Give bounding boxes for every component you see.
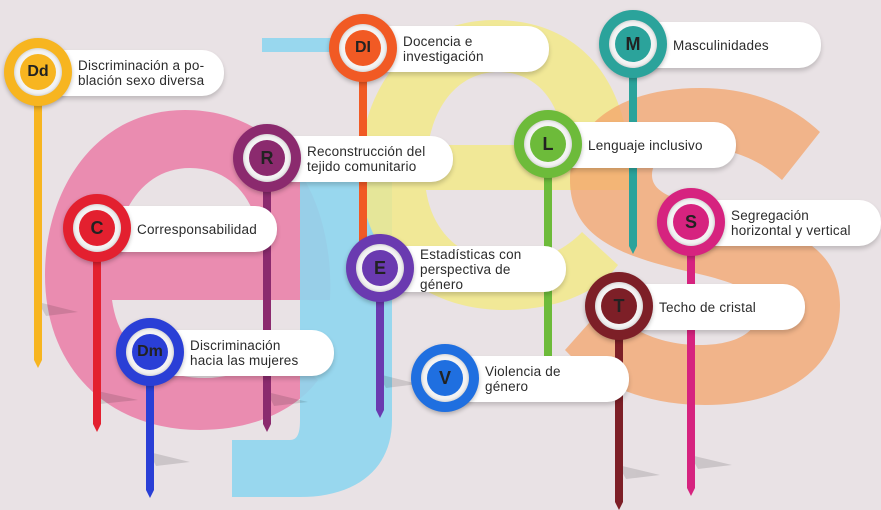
pin-head-inner: M [609,20,657,68]
pin-label-text: Techo de cristal [659,299,756,315]
pin-needle [615,502,623,510]
pin-code-badge: E [362,250,398,286]
pin-needle [146,490,154,498]
pin-head-inner: Dm [126,328,174,376]
pin-head-inner: C [73,204,121,252]
pin-stem [93,254,101,424]
pin-label-text: Discriminación a po- blación sexo divers… [78,58,205,88]
pin-head-ring: E [346,234,414,302]
pin-stem [376,294,384,410]
pin-head-inner: L [524,120,572,168]
pin-stem [615,332,623,502]
pin-label-text: Docencia e investigación [403,34,484,64]
pin-code-badge: DI [345,30,381,66]
pin-stem [146,378,154,490]
pin-label-text: Violencia de género [485,364,561,394]
pin-needle [263,424,271,432]
pin-code-badge: V [427,360,463,396]
pin-head-ring: S [657,188,725,256]
pin-label-text: Estadísticas con perspectiva de género [420,246,522,292]
pin-label-text: Corresponsabilidad [137,221,257,237]
pin-code-badge: R [249,140,285,176]
pin-head-ring: T [585,272,653,340]
pin-code-badge: T [601,288,637,324]
pin-needle [376,410,384,418]
pin-code-badge: S [673,204,709,240]
pin-head-ring: Dm [116,318,184,386]
pin-head-inner: V [421,354,469,402]
bg-letter-e-yellow [360,20,631,310]
pin-needle [93,424,101,432]
pin-label-text: Masculinidades [673,37,769,53]
pin-code-badge: Dm [132,334,168,370]
pin-stem [687,248,695,488]
pin-head-ring: Dd [4,38,72,106]
pin-code-badge: Dd [20,54,56,90]
pin-head-ring: L [514,110,582,178]
pin-needle [687,488,695,496]
pin-code-badge: M [615,26,651,62]
pin-label-text: Discriminación hacia las mujeres [190,338,299,368]
pin-head-ring: R [233,124,301,192]
pin-head-inner: T [595,282,643,330]
pin-head-inner: R [243,134,291,182]
pin-head-inner: E [356,244,404,292]
pin-head-ring: M [599,10,667,78]
pin-code-badge: L [530,126,566,162]
pin-head-inner: S [667,198,715,246]
pin-stem [263,184,271,424]
pin-head-inner: DI [339,24,387,72]
pin-label-text: Lenguaje inclusivo [588,137,703,153]
pin-label-text: Reconstrucción del tejido comunitario [307,144,426,174]
pin-needle [629,246,637,254]
pin-stem [34,98,42,360]
pin-head-ring: DI [329,14,397,82]
pin-label-text: Segregación horizontal y vertical [731,208,851,238]
pin-head-ring: C [63,194,131,262]
pin-needle [34,360,42,368]
pin-head-inner: Dd [14,48,62,96]
pin-head-ring: V [411,344,479,412]
pin-code-badge: C [79,210,115,246]
